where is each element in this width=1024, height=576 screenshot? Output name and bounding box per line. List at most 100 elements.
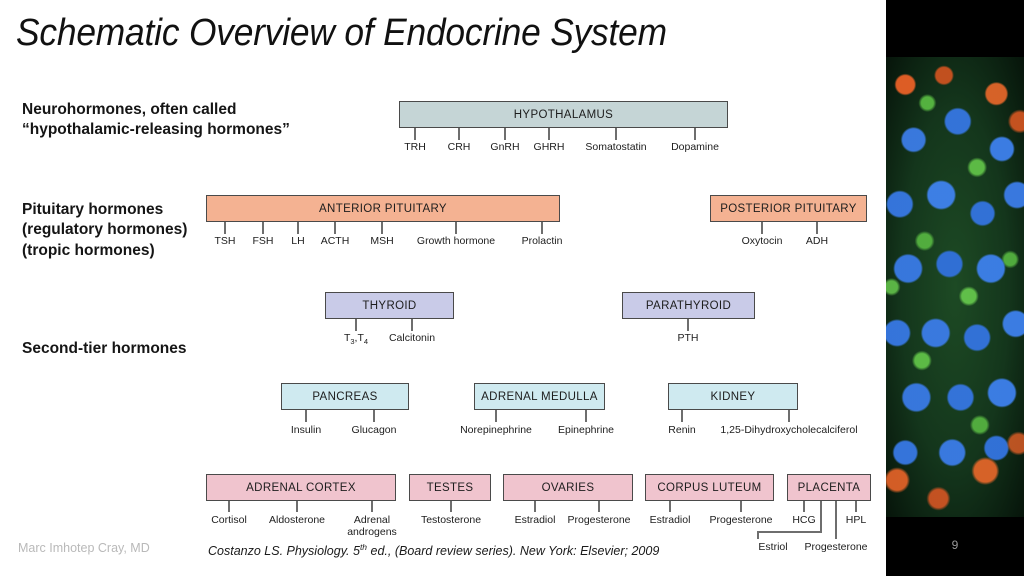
- connector-stem-adrenal-androgens: [371, 501, 373, 512]
- connector-stem-prolactin: [541, 222, 543, 234]
- connector-stem-testosterone: [450, 501, 452, 512]
- connector-stem-calcitriol: [788, 410, 790, 422]
- connector-stem-cortisol: [228, 501, 230, 512]
- hormone-label-glucagon: Glucagon: [351, 424, 397, 436]
- caption-second-tier-hormones: Second-tier hormones: [22, 340, 187, 357]
- hormone-label-t3t4: T3,T4: [343, 332, 369, 347]
- connector-stem-dopamine: [694, 128, 696, 140]
- hormone-label-progesterone-placenta: Progesterone: [804, 541, 868, 553]
- hormone-label-hcg: HCG: [792, 514, 816, 526]
- connector-stem-msh: [381, 222, 383, 234]
- gland-box-parathyroid[interactable]: PARATHYROID: [622, 292, 755, 319]
- connector-stem-progesterone-ovaries: [598, 501, 600, 512]
- connector-stem-renin: [681, 410, 683, 422]
- connector-stem-gnrh: [504, 128, 506, 140]
- connector-stem-hcg: [803, 501, 805, 512]
- connector-stem-acth: [334, 222, 336, 234]
- gland-box-posterior-pituitary[interactable]: POSTERIOR PITUITARY: [710, 195, 867, 222]
- gland-box-ovaries[interactable]: OVARIES: [503, 474, 633, 501]
- hormone-label-progesterone-ovaries: Progesterone: [567, 514, 631, 526]
- gland-label-placenta: PLACENTA: [797, 481, 861, 494]
- hormone-label-tsh: TSH: [214, 235, 236, 247]
- hormone-label-growth-hormone: Growth hormone: [416, 235, 496, 247]
- hormone-label-aldosterone: Aldosterone: [268, 514, 326, 526]
- gland-label-testes: TESTES: [426, 481, 474, 494]
- page-number: 9: [951, 538, 959, 552]
- gland-box-pancreas[interactable]: PANCREAS: [281, 383, 409, 410]
- hormone-label-testosterone: Testosterone: [420, 514, 482, 526]
- connector-stem-lh: [297, 222, 299, 234]
- connector-stem-pth: [687, 319, 689, 331]
- gland-label-anterior-pituitary: ANTERIOR PITUITARY: [319, 202, 447, 215]
- hormone-label-adrenal-androgens: Adrenal androgens: [347, 514, 397, 539]
- connector-stem-fsh: [262, 222, 264, 234]
- connector-stem-ghrh: [548, 128, 550, 140]
- connector-stem-estriol-upper: [820, 501, 822, 533]
- hormone-label-crh: CRH: [447, 141, 471, 153]
- connector-stem-growth-hormone: [455, 222, 457, 234]
- gland-box-placenta[interactable]: PLACENTA: [787, 474, 871, 501]
- gland-box-anterior-pituitary[interactable]: ANTERIOR PITUITARY: [206, 195, 560, 222]
- connector-stem-glucagon: [373, 410, 375, 422]
- gland-label-hypothalamus: HYPOTHALAMUS: [513, 108, 614, 121]
- hormone-label-gnrh: GnRH: [490, 141, 520, 153]
- connector-stem-oxytocin: [761, 222, 763, 234]
- hormone-label-acth: ACTH: [320, 235, 350, 247]
- gland-label-posterior-pituitary: POSTERIOR PITUITARY: [720, 202, 857, 215]
- gland-label-parathyroid: PARATHYROID: [645, 299, 732, 312]
- connector-stem-estriol-lower: [757, 531, 759, 539]
- gland-box-testes[interactable]: TESTES: [409, 474, 491, 501]
- micrograph-panel: 9: [886, 0, 1024, 576]
- gland-box-thyroid[interactable]: THYROID: [325, 292, 454, 319]
- hormone-label-trh: TRH: [404, 141, 426, 153]
- gland-box-hypothalamus[interactable]: HYPOTHALAMUS: [399, 101, 728, 128]
- hormone-label-calcitonin: Calcitonin: [388, 332, 436, 344]
- connector-stem-somatostatin: [615, 128, 617, 140]
- connector-stem-hpl: [855, 501, 857, 512]
- hormone-label-estradiol-ovaries: Estradiol: [514, 514, 556, 526]
- hormone-label-estradiol-corpus: Estradiol: [649, 514, 691, 526]
- connector-elbow-estriol: [757, 531, 822, 533]
- citation-text-before: Costanzo LS. Physiology. 5: [208, 544, 360, 559]
- hormone-label-ghrh: GHRH: [533, 141, 565, 153]
- adrenal-androgens-line-2: androgens: [347, 525, 397, 538]
- gland-label-pancreas: PANCREAS: [312, 390, 378, 403]
- connector-stem-progesterone-corpus: [740, 501, 742, 512]
- connector-stem-estradiol-ovaries: [534, 501, 536, 512]
- footer-author: Marc Imhotep Cray, MD: [18, 541, 150, 555]
- fluorescence-micrograph-image: [886, 57, 1024, 517]
- hormone-label-cortisol: Cortisol: [211, 514, 247, 526]
- gland-label-adrenal-medulla: ADRENAL MEDULLA: [481, 390, 598, 403]
- caption-neurohormones: Neurohormones, often called “hypothalami…: [22, 101, 290, 139]
- hormone-label-fsh: FSH: [252, 235, 274, 247]
- connector-stem-adh: [816, 222, 818, 234]
- citation-text-after: ed., (Board review series). New York: El…: [367, 544, 660, 559]
- connector-stem-insulin: [305, 410, 307, 422]
- hormone-label-progesterone-corpus: Progesterone: [709, 514, 773, 526]
- gland-label-ovaries: OVARIES: [541, 481, 595, 494]
- hormone-label-somatostatin: Somatostatin: [585, 141, 647, 153]
- caption-pituitary-hormones: Pituitary hormones (regulatory hormones)…: [22, 201, 188, 259]
- gland-box-adrenal-medulla[interactable]: ADRENAL MEDULLA: [474, 383, 605, 410]
- connector-stem-epinephrine: [585, 410, 587, 422]
- connector-stem-estradiol-corpus: [669, 501, 671, 512]
- connector-stem-norepinephrine: [495, 410, 497, 422]
- connector-stem-crh: [458, 128, 460, 140]
- connector-stem-progesterone-placenta: [835, 501, 837, 539]
- gland-label-corpus-luteum: CORPUS LUTEUM: [657, 481, 762, 494]
- hormone-label-adh: ADH: [805, 235, 829, 247]
- hormone-label-estriol: Estriol: [758, 541, 788, 553]
- gland-box-corpus-luteum[interactable]: CORPUS LUTEUM: [645, 474, 774, 501]
- footer-citation: Costanzo LS. Physiology. 5th ed., (Board…: [208, 542, 659, 558]
- hormone-label-renin: Renin: [668, 424, 696, 436]
- citation-superscript: th: [359, 542, 368, 552]
- gland-box-adrenal-cortex[interactable]: ADRENAL CORTEX: [206, 474, 396, 501]
- gland-label-thyroid: THYROID: [362, 299, 417, 312]
- connector-stem-trh: [414, 128, 416, 140]
- hormone-label-prolactin: Prolactin: [521, 235, 563, 247]
- hormone-label-insulin: Insulin: [290, 424, 322, 436]
- gland-box-kidney[interactable]: KIDNEY: [668, 383, 798, 410]
- hormone-label-epinephrine: Epinephrine: [557, 424, 615, 436]
- hormone-label-msh: MSH: [370, 235, 394, 247]
- hormone-label-pth: PTH: [677, 332, 699, 344]
